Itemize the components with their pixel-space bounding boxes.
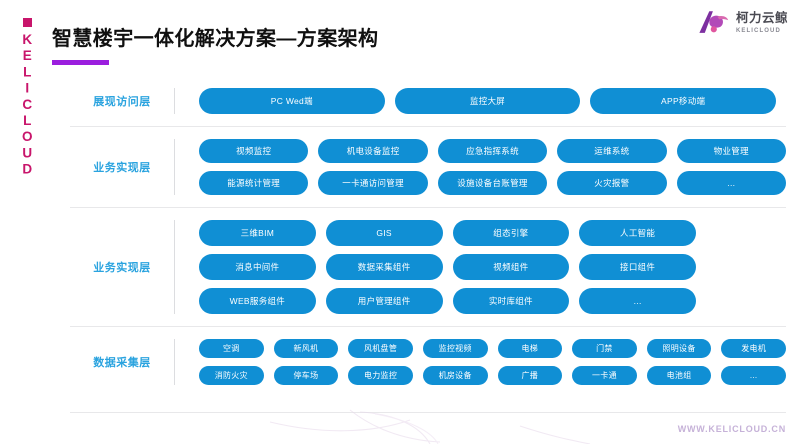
bottom-divider: [70, 412, 786, 413]
component-pill[interactable]: 监控大屏: [394, 88, 581, 114]
brand-tick-marker: [22, 18, 32, 27]
layer-separator: [174, 339, 175, 385]
component-pill[interactable]: 电力监控: [348, 366, 413, 385]
layer-label: 展现访问层: [93, 96, 151, 108]
title-block: 智慧楼宇一体化解决方案—方案架构: [52, 22, 378, 65]
logo-name-cn: 柯力云鲸: [735, 11, 788, 26]
component-pill[interactable]: 能源统计管理: [199, 171, 309, 195]
page-title: 智慧楼宇一体化解决方案—方案架构: [52, 28, 379, 50]
component-pill[interactable]: GIS: [325, 220, 443, 246]
layer-pill-grid: 视频监控机电设备监控应急指挥系统运维系统物业管理能源统计管理一卡通访问管理设施设…: [175, 127, 786, 207]
architecture-layer: 数据采集层空调新风机风机盘管监控视频电梯门禁照明设备发电机消防火灾停车场电力监控…: [70, 326, 786, 397]
component-pill[interactable]: 视频组件: [452, 254, 570, 280]
component-pill[interactable]: 电梯: [497, 339, 563, 358]
pill-row: 三维BIM GIS 组态引擎人工智能: [199, 220, 786, 246]
component-pill[interactable]: 消防火灾: [199, 366, 264, 385]
pill-row: 视频监控机电设备监控应急指挥系统运维系统物业管理: [199, 139, 786, 163]
pill-row: 能源统计管理一卡通访问管理设施设备台账管理火灾报警...: [199, 171, 786, 195]
layer-pill-grid: PC Wed端监控大屏 APP移动端: [175, 76, 786, 126]
component-pill[interactable]: 运维系统: [557, 139, 667, 163]
layer-label: 业务实现层: [93, 162, 151, 174]
component-pill[interactable]: 组态引擎: [452, 220, 570, 246]
component-pill[interactable]: 风机盘管: [348, 339, 413, 358]
component-pill[interactable]: 机电设备监控: [318, 139, 428, 163]
brand-vertical-label: KELICLOUD: [19, 32, 35, 178]
component-pill[interactable]: 照明设备: [646, 339, 712, 358]
layer-separator: [174, 220, 175, 314]
brand-rail: KELICLOUD: [14, 18, 40, 218]
component-pill[interactable]: 人工智能: [579, 220, 696, 246]
component-pill[interactable]: 接口组件: [579, 254, 696, 280]
component-pill[interactable]: 用户管理组件: [325, 288, 443, 314]
pill-row: 消息中间件数据采集组件视频组件接口组件: [199, 254, 786, 280]
pill-row: 空调新风机风机盘管监控视频电梯门禁照明设备发电机: [199, 339, 786, 358]
component-pill[interactable]: ...: [676, 171, 786, 195]
component-pill[interactable]: 停车场: [273, 366, 339, 385]
component-pill[interactable]: ...: [579, 288, 696, 314]
architecture-layer: 业务实现层 三维BIM GIS 组态引擎人工智能消息中间件数据采集组件视频组件接口组件…: [70, 207, 786, 326]
pill-row: 消防火灾停车场电力监控机房设备广播一卡通电池组...: [199, 366, 786, 385]
component-pill[interactable]: 发电机: [721, 339, 786, 358]
component-pill[interactable]: 应急指挥系统: [437, 139, 548, 163]
component-pill[interactable]: 一卡通: [572, 366, 637, 385]
component-pill[interactable]: 数据采集组件: [325, 254, 443, 280]
component-pill[interactable]: 广播: [497, 366, 563, 385]
component-pill[interactable]: 实时库组件: [452, 288, 570, 314]
component-pill[interactable]: 新风机: [273, 339, 339, 358]
logo-whale-icon: [699, 11, 729, 33]
component-pill[interactable]: 空调: [199, 339, 264, 358]
layer-label: 数据采集层: [93, 357, 151, 369]
component-pill[interactable]: APP移动端: [590, 88, 776, 114]
layer-separator: [174, 88, 175, 114]
component-pill[interactable]: 门禁: [572, 339, 637, 358]
pill-row: WEB服务组件用户管理组件实时库组件...: [199, 288, 786, 314]
architecture-layer: 业务实现层视频监控机电设备监控应急指挥系统运维系统物业管理能源统计管理一卡通访问…: [70, 126, 786, 207]
architecture-diagram: 展现访问层 PC Wed端监控大屏 APP移动端业务实现层 视频监控机电设备监控应急指…: [70, 76, 786, 397]
layer-label: 业务实现层: [93, 262, 151, 274]
component-pill[interactable]: 三维BIM: [199, 220, 316, 246]
component-pill[interactable]: 火灾报警: [557, 171, 667, 195]
layer-pill-grid: 三维BIM GIS 组态引擎人工智能消息中间件数据采集组件视频组件接口组件 WEB服务…: [175, 208, 786, 326]
logo-name-en: KELICLOUD: [735, 27, 781, 34]
layer-pill-grid: 空调新风机风机盘管监控视频电梯门禁照明设备发电机消防火灾停车场电力监控机房设备广…: [175, 327, 786, 397]
component-pill[interactable]: WEB服务组件: [199, 288, 316, 314]
component-pill[interactable]: PC Wed端: [199, 88, 385, 114]
pill-row: PC Wed端监控大屏 APP移动端: [199, 88, 786, 114]
component-pill[interactable]: 物业管理: [676, 139, 786, 163]
component-pill[interactable]: 设施设备台账管理: [437, 171, 548, 195]
title-accent-bar: [52, 60, 109, 65]
component-pill[interactable]: 电池组: [646, 366, 712, 385]
background-watermark-graphic: [269, 409, 591, 444]
component-pill[interactable]: 监控视频: [422, 339, 488, 358]
component-pill[interactable]: 机房设备: [422, 366, 488, 385]
architecture-layer: 展现访问层 PC Wed端监控大屏 APP移动端: [70, 76, 786, 126]
company-logo: 柯力云鲸 KELICLOUD: [694, 8, 788, 38]
footer-website-url: WWW.KELICLOUD.CN: [677, 424, 786, 434]
component-pill[interactable]: 一卡通访问管理: [318, 171, 428, 195]
component-pill[interactable]: ...: [721, 366, 786, 385]
layer-separator: [174, 139, 175, 195]
component-pill[interactable]: 视频监控: [199, 139, 309, 163]
component-pill[interactable]: 消息中间件: [199, 254, 316, 280]
logo-wordmark: 柯力云鲸 KELICLOUD: [736, 12, 788, 34]
